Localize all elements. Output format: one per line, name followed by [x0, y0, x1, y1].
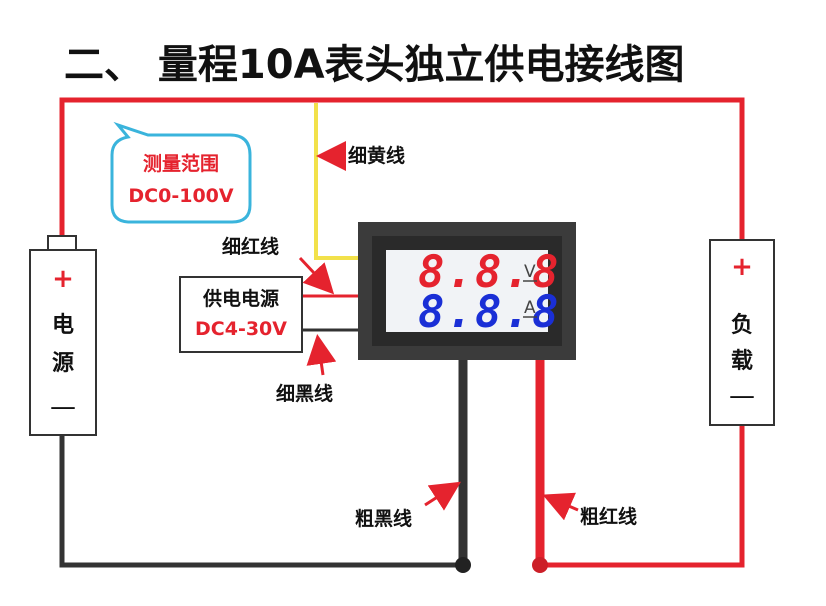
arrow-thin-red	[298, 256, 335, 295]
label-thin-black: 细黑线	[276, 382, 333, 405]
load-label-char1: 负	[731, 313, 753, 338]
power-box-line2: DC4-30V	[195, 318, 287, 340]
load-box	[709, 239, 775, 426]
arrow-thin-black	[306, 334, 337, 376]
current-unit: A	[524, 298, 536, 318]
voltage-unit: V	[524, 262, 536, 282]
page-title: 二、 量程10A表头独立供电接线图	[64, 42, 685, 88]
voltage-reading: 8.8.8	[418, 247, 560, 298]
power-supply-box	[179, 276, 303, 353]
power-box-line1: 供电电源	[202, 287, 279, 310]
label-thin-yellow: 细黄线	[348, 144, 405, 167]
battery-label-char1: 电	[52, 313, 74, 338]
junction-dot-black	[455, 557, 471, 573]
top-red-wire	[59, 97, 745, 240]
load-minus: —	[729, 381, 755, 411]
junction-dot-red	[532, 557, 548, 573]
load-plus: +	[731, 252, 753, 282]
label-thick-black: 粗黑线	[355, 507, 412, 530]
range-speech-bubble	[110, 121, 252, 224]
bubble-line2: DC0-100V	[128, 185, 233, 207]
battery-plus: +	[52, 264, 74, 294]
battery-minus: —	[50, 392, 76, 422]
current-reading: 8.8.8	[418, 287, 560, 338]
load-label-char2: 载	[731, 348, 753, 374]
arrow-thick-red	[542, 492, 579, 521]
meter-display	[386, 250, 548, 332]
battery-label-char2: 源	[52, 351, 74, 376]
bottom-black-wire	[59, 360, 466, 568]
label-thick-red: 粗红线	[580, 505, 637, 528]
arrow-thick-black	[424, 481, 462, 511]
bubble-line1: 测量范围	[143, 152, 219, 175]
battery-power-source	[29, 249, 97, 436]
thin-yellow-wire	[314, 103, 358, 260]
label-thin-red: 细红线	[222, 235, 279, 258]
